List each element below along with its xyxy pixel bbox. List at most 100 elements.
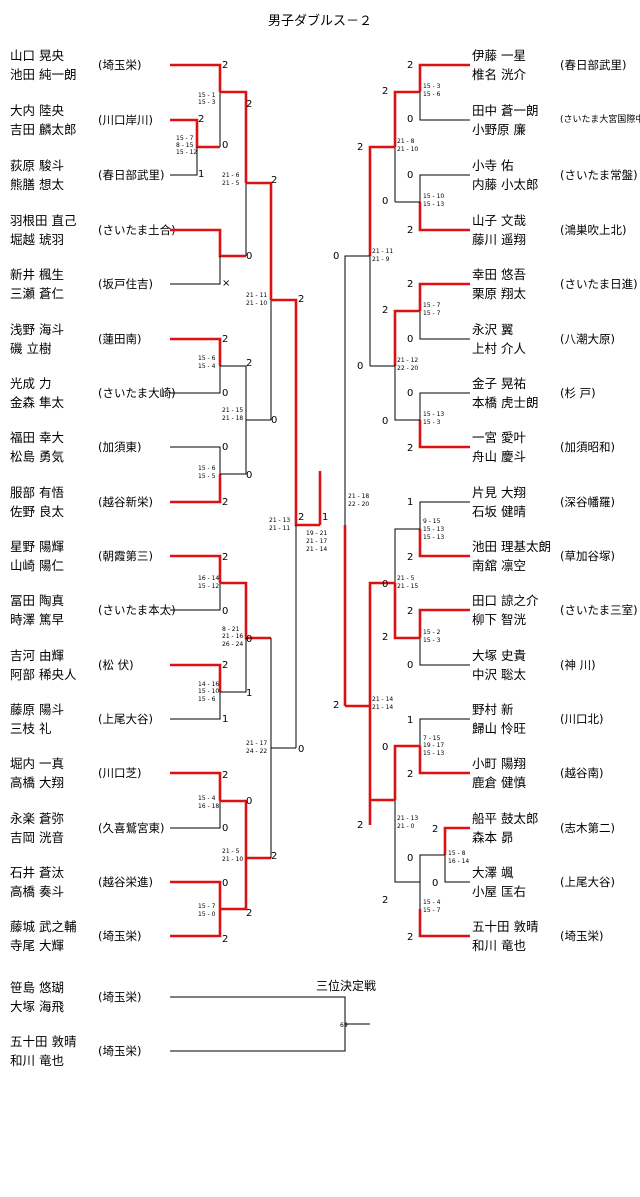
bracket-label-39: 0 xyxy=(333,251,339,262)
left-team-14-names: 永楽 蒼弥吉岡 洸音 xyxy=(10,809,64,847)
right-team-10-names: 田口 諒之介柳下 智洸 xyxy=(472,591,538,629)
bracket-label-6: × xyxy=(222,278,230,289)
bracket-label-130: 16 - 14 xyxy=(448,858,469,865)
bracket-label-96: 21 - 10 xyxy=(222,856,243,863)
bracket-label-91: 21 - 17 xyxy=(246,740,267,747)
right-team-8-school: (深谷幡羅) xyxy=(560,495,615,509)
bracket-line-51 xyxy=(344,255,370,525)
bracket-label-109: 21 - 12 xyxy=(397,357,418,364)
right-team-14-names: 船平 鼓太郎森本 昴 xyxy=(472,809,538,847)
bracket-label-29: 0 xyxy=(246,796,252,807)
bracket-line-8 xyxy=(246,181,273,300)
bracket-label-132: 15 - 7 xyxy=(423,907,441,914)
bracket-label-112: 15 - 3 xyxy=(423,419,441,426)
bracket-label-79: 21 - 11 xyxy=(269,525,290,532)
left-team-3-names: 羽根田 直己堀越 琥羽 xyxy=(10,211,76,249)
right-team-16-school: (埼玉栄) xyxy=(560,929,604,943)
bracket-label-16: 2 xyxy=(298,512,304,523)
bracket-line-30 xyxy=(170,909,222,938)
bracket-line-47 xyxy=(419,392,470,420)
bracket-label-110: 22 - 20 xyxy=(397,365,418,372)
left-team-15-names: 石井 蒼汰高橋 奏斗 xyxy=(10,863,64,901)
player-name: 時澤 篤早 xyxy=(10,612,64,627)
bracket-line-44 xyxy=(418,282,470,311)
player-name: 高橋 大翔 xyxy=(10,775,64,790)
bracket-label-14: 0 xyxy=(246,470,252,481)
bracket-label-108: 15 - 7 xyxy=(423,310,441,317)
player-name: 冨田 陶真 xyxy=(10,593,64,608)
player-name: 三枝 礼 xyxy=(10,721,52,736)
bracket-label-113: 21 - 18 xyxy=(348,493,369,500)
left-team-6-names: 光成 力金森 隼太 xyxy=(10,374,64,412)
bracket-label-90: 15 - 6 xyxy=(198,696,216,703)
player-name: 服部 有悟 xyxy=(10,485,64,500)
bracket-label-114: 22 - 20 xyxy=(348,501,369,508)
bracket-label-34: 2 xyxy=(382,86,388,97)
bracket-line-42 xyxy=(368,145,395,256)
right-team-4-names: 幸田 悠吾栗原 翔太 xyxy=(472,265,526,303)
bracket-label-4: 2 xyxy=(246,99,252,110)
player-name: 柳下 智洸 xyxy=(472,612,526,627)
bracket-label-101: 21 - 8 xyxy=(397,138,415,145)
bracket-label-21: 1 xyxy=(222,714,228,725)
left-team-9-school: (朝霞第三) xyxy=(98,549,153,563)
player-name: 池田 純一朗 xyxy=(10,67,77,82)
player-name: 小寺 佑 xyxy=(472,158,514,173)
bracket-label-105: 21 - 11 xyxy=(372,248,393,255)
bracket-line-48 xyxy=(418,420,470,449)
left-team-4-school: (坂戸住吉) xyxy=(98,277,153,291)
bracket-label-89: 15 - 10 xyxy=(198,688,219,695)
bracket-line-2 xyxy=(170,118,220,149)
left-team-9-names: 星野 陽輝山崎 陽仁 xyxy=(10,537,64,575)
bracket-line-66 xyxy=(444,855,470,883)
player-name: 笹島 悠瑚 xyxy=(10,980,64,995)
bracket-label-121: 15 - 3 xyxy=(423,637,441,644)
left-team-7-school: (加須東) xyxy=(98,440,142,454)
player-name: 池田 理基太朗 xyxy=(472,539,551,554)
bracket-label-31: 2 xyxy=(271,851,277,862)
player-name: 三瀬 蒼仁 xyxy=(10,286,64,301)
right-team-12-school: (川口北) xyxy=(560,712,604,726)
player-name: 浅野 海斗 xyxy=(10,322,64,337)
bracket-label-55: 2 xyxy=(407,769,413,780)
bracket-label-46: 2 xyxy=(407,443,413,454)
player-name: 阿部 稀央人 xyxy=(10,667,77,682)
player-name: 金森 隼太 xyxy=(10,395,64,410)
left-team-15-school: (越谷栄進) xyxy=(98,875,153,889)
bracket-label-49: 0 xyxy=(382,579,388,590)
bracket-label-126: 15 - 13 xyxy=(423,750,444,757)
bracket-line-33 xyxy=(170,996,370,1025)
bracket-label-75: 21 - 18 xyxy=(222,415,243,422)
player-name: 船平 鼓太郎 xyxy=(472,811,539,826)
left-team-1-school: (川口岸川) xyxy=(98,113,153,127)
bracket-label-131: 15 - 4 xyxy=(423,899,441,906)
bracket-line-31 xyxy=(220,858,248,911)
bracket-line-24 xyxy=(170,638,247,720)
player-name: 松島 勇気 xyxy=(10,449,64,464)
bracket-label-86: 21 - 16 xyxy=(222,633,243,640)
left-team-1-names: 大内 陸央吉田 麟太郎 xyxy=(10,101,76,139)
bracket-label-2: 2 xyxy=(198,114,204,125)
bracket-label-15: 2 xyxy=(298,294,304,305)
player-name: 大塚 史貴 xyxy=(472,648,526,663)
bracket-label-106: 21 - 9 xyxy=(372,256,390,263)
player-name: 福田 幸大 xyxy=(10,430,64,445)
bracket-line-29 xyxy=(170,880,222,909)
bracket-label-115: 9 - 15 xyxy=(423,518,441,525)
bracket-line-65 xyxy=(443,826,470,855)
bracket-line-14 xyxy=(170,474,222,504)
bracket-label-122: 21 - 14 xyxy=(372,696,393,703)
bracket-label-98: 15 - 0 xyxy=(198,911,216,918)
bracket-line-35 xyxy=(418,63,470,92)
bracket-label-65: 15 - 7 xyxy=(176,135,194,142)
bracket-line-28 xyxy=(220,799,271,860)
bracket-label-42: 2 xyxy=(382,305,388,316)
player-name: 舟山 慶斗 xyxy=(472,449,526,464)
bracket-label-43: 0 xyxy=(382,416,388,427)
bracket-line-12 xyxy=(220,365,271,421)
left-team-16-names: 藤城 武之輔寺尾 大輝 xyxy=(10,917,76,955)
bracket-label-26: 0 xyxy=(222,823,228,834)
player-name: 上村 介人 xyxy=(472,341,526,356)
player-name: 椎名 洸介 xyxy=(472,67,526,82)
